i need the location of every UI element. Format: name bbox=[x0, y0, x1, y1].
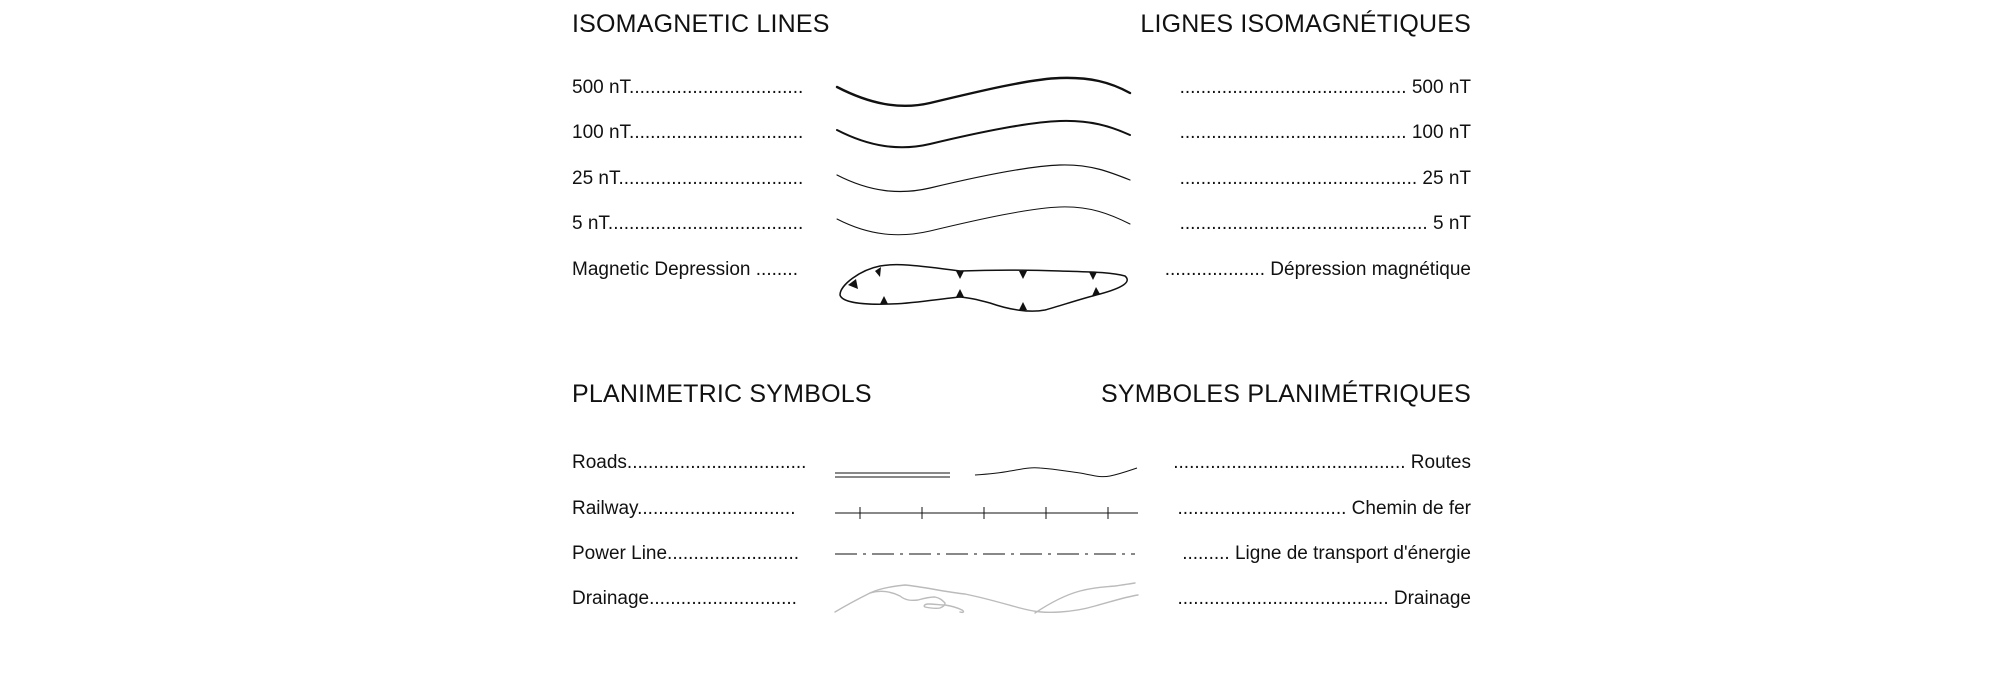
legend-row-drainage: Drainage............................ ...… bbox=[0, 584, 1993, 614]
label-depression-fr: ................... Dépression magnétiqu… bbox=[1164, 259, 1471, 280]
railway-symbol bbox=[835, 507, 1138, 519]
label-roads-en: Roads.................................. bbox=[572, 452, 807, 473]
legend-row-25nt: 25 nT...................................… bbox=[0, 164, 1993, 194]
planimetric-heading-fr: SYMBOLES PLANIMÉTRIQUES bbox=[1101, 380, 1471, 408]
label-power-line-en: Power Line......................... bbox=[572, 543, 800, 564]
label-25nt-en: 25 nT................................... bbox=[572, 168, 804, 189]
label-railway-en: Railway.............................. bbox=[572, 498, 796, 519]
road-double-line-symbol bbox=[835, 472, 950, 478]
label-drainage-en: Drainage............................ bbox=[572, 588, 797, 609]
planimetric-heading-en: PLANIMETRIC SYMBOLS bbox=[572, 380, 872, 408]
legend-row-magnetic-depression: Magnetic Depression ........ ...........… bbox=[0, 255, 1993, 285]
isoline-100nt-symbol bbox=[836, 119, 1131, 149]
label-100nt-fr: ........................................… bbox=[1179, 122, 1471, 143]
isomagnetic-heading-fr: LIGNES ISOMAGNÉTIQUES bbox=[1140, 10, 1471, 38]
legend-row-power-line: Power Line......................... ....… bbox=[0, 539, 1993, 569]
legend-row-100nt: 100 nT................................. … bbox=[0, 118, 1993, 148]
label-25nt-fr: ........................................… bbox=[1179, 168, 1471, 189]
depression-ticks bbox=[848, 267, 1100, 310]
label-500nt-fr: ........................................… bbox=[1179, 77, 1471, 98]
isoline-25nt-symbol bbox=[836, 164, 1131, 193]
magnetic-depression-symbol bbox=[839, 263, 1128, 312]
label-drainage-fr: ........................................… bbox=[1177, 588, 1471, 609]
label-roads-fr: ........................................… bbox=[1173, 452, 1471, 473]
label-power-line-fr: ......... Ligne de transport d'énergie bbox=[1182, 543, 1471, 564]
label-5nt-fr: ........................................… bbox=[1179, 213, 1471, 234]
legend-row-roads: Roads.................................. … bbox=[0, 448, 1993, 478]
label-100nt-en: 100 nT................................. bbox=[572, 122, 804, 143]
legend-row-5nt: 5 nT....................................… bbox=[0, 209, 1993, 239]
road-single-line-symbol bbox=[974, 467, 1138, 478]
legend-row-500nt: 500 nT................................. … bbox=[0, 73, 1993, 103]
isoline-5nt-symbol bbox=[836, 206, 1131, 236]
label-railway-fr: ................................ Chemin … bbox=[1177, 498, 1471, 519]
drainage-symbol bbox=[834, 582, 1139, 614]
legend-row-railway: Railway.............................. ..… bbox=[0, 494, 1993, 524]
isomagnetic-heading-en: ISOMAGNETIC LINES bbox=[572, 10, 830, 38]
label-5nt-en: 5 nT....................................… bbox=[572, 213, 804, 234]
label-depression-en: Magnetic Depression ........ bbox=[572, 259, 798, 280]
label-500nt-en: 500 nT................................. bbox=[572, 77, 804, 98]
isoline-500nt-symbol bbox=[835, 76, 1132, 108]
